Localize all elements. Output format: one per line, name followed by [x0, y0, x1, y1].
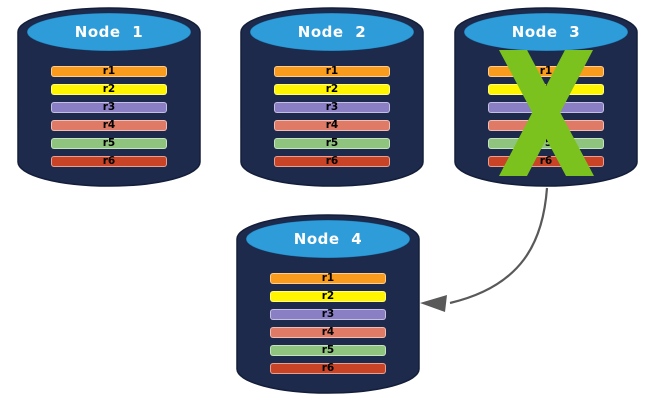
replica-list: r1 r2 r3 r4 r5 r6 — [51, 66, 167, 174]
replica-row: r6 — [270, 363, 386, 374]
replica-row: r2 — [270, 291, 386, 302]
replica-row: r1 — [488, 66, 604, 77]
replica-row: r4 — [51, 120, 167, 131]
replica-row: r4 — [270, 327, 386, 338]
replica-list: r1 r2 r3 r4 r5 r6 — [270, 273, 386, 381]
replica-row: r2 — [488, 84, 604, 95]
failover-arrowhead — [420, 295, 447, 312]
replica-row: r3 — [51, 102, 167, 113]
db-node-4: Node 4 r1 r2 r3 r4 r5 r6 — [236, 211, 420, 397]
replica-row: r1 — [270, 273, 386, 284]
replica-row: r5 — [488, 138, 604, 149]
db-node-1: Node 1 r1 r2 r3 r4 r5 r6 — [17, 4, 201, 190]
replica-row: r1 — [51, 66, 167, 77]
db-node-3: Node 3 r1 r2 r3 r4 r5 r6 — [454, 4, 638, 190]
node-title: Node 4 — [293, 230, 363, 248]
replica-row: r6 — [51, 156, 167, 167]
replica-list: r1 r2 r3 r4 r5 r6 — [488, 66, 604, 174]
db-node-2: Node 2 r1 r2 r3 r4 r5 r6 — [240, 4, 424, 190]
cylinder-top — [26, 12, 192, 52]
replica-list: r1 r2 r3 r4 r5 r6 — [274, 66, 390, 174]
replica-row: r4 — [488, 120, 604, 131]
node-title: Node 2 — [297, 23, 367, 41]
node-title: Node 3 — [511, 23, 581, 41]
replica-row: r3 — [270, 309, 386, 320]
node-title: Node 1 — [74, 23, 144, 41]
replica-row: r4 — [274, 120, 390, 131]
cylinder-top — [245, 219, 411, 259]
failover-arrow — [420, 187, 549, 312]
replica-row: r5 — [51, 138, 167, 149]
replica-row: r6 — [488, 156, 604, 167]
replica-row: r2 — [51, 84, 167, 95]
failover-arrow-curve — [449, 187, 549, 305]
cylinder-top — [249, 12, 415, 52]
replica-row: r1 — [274, 66, 390, 77]
replica-row: r5 — [270, 345, 386, 356]
replica-row: r6 — [274, 156, 390, 167]
replica-row: r3 — [488, 102, 604, 113]
replica-row: r5 — [274, 138, 390, 149]
replica-row: r3 — [274, 102, 390, 113]
replica-row: r2 — [274, 84, 390, 95]
